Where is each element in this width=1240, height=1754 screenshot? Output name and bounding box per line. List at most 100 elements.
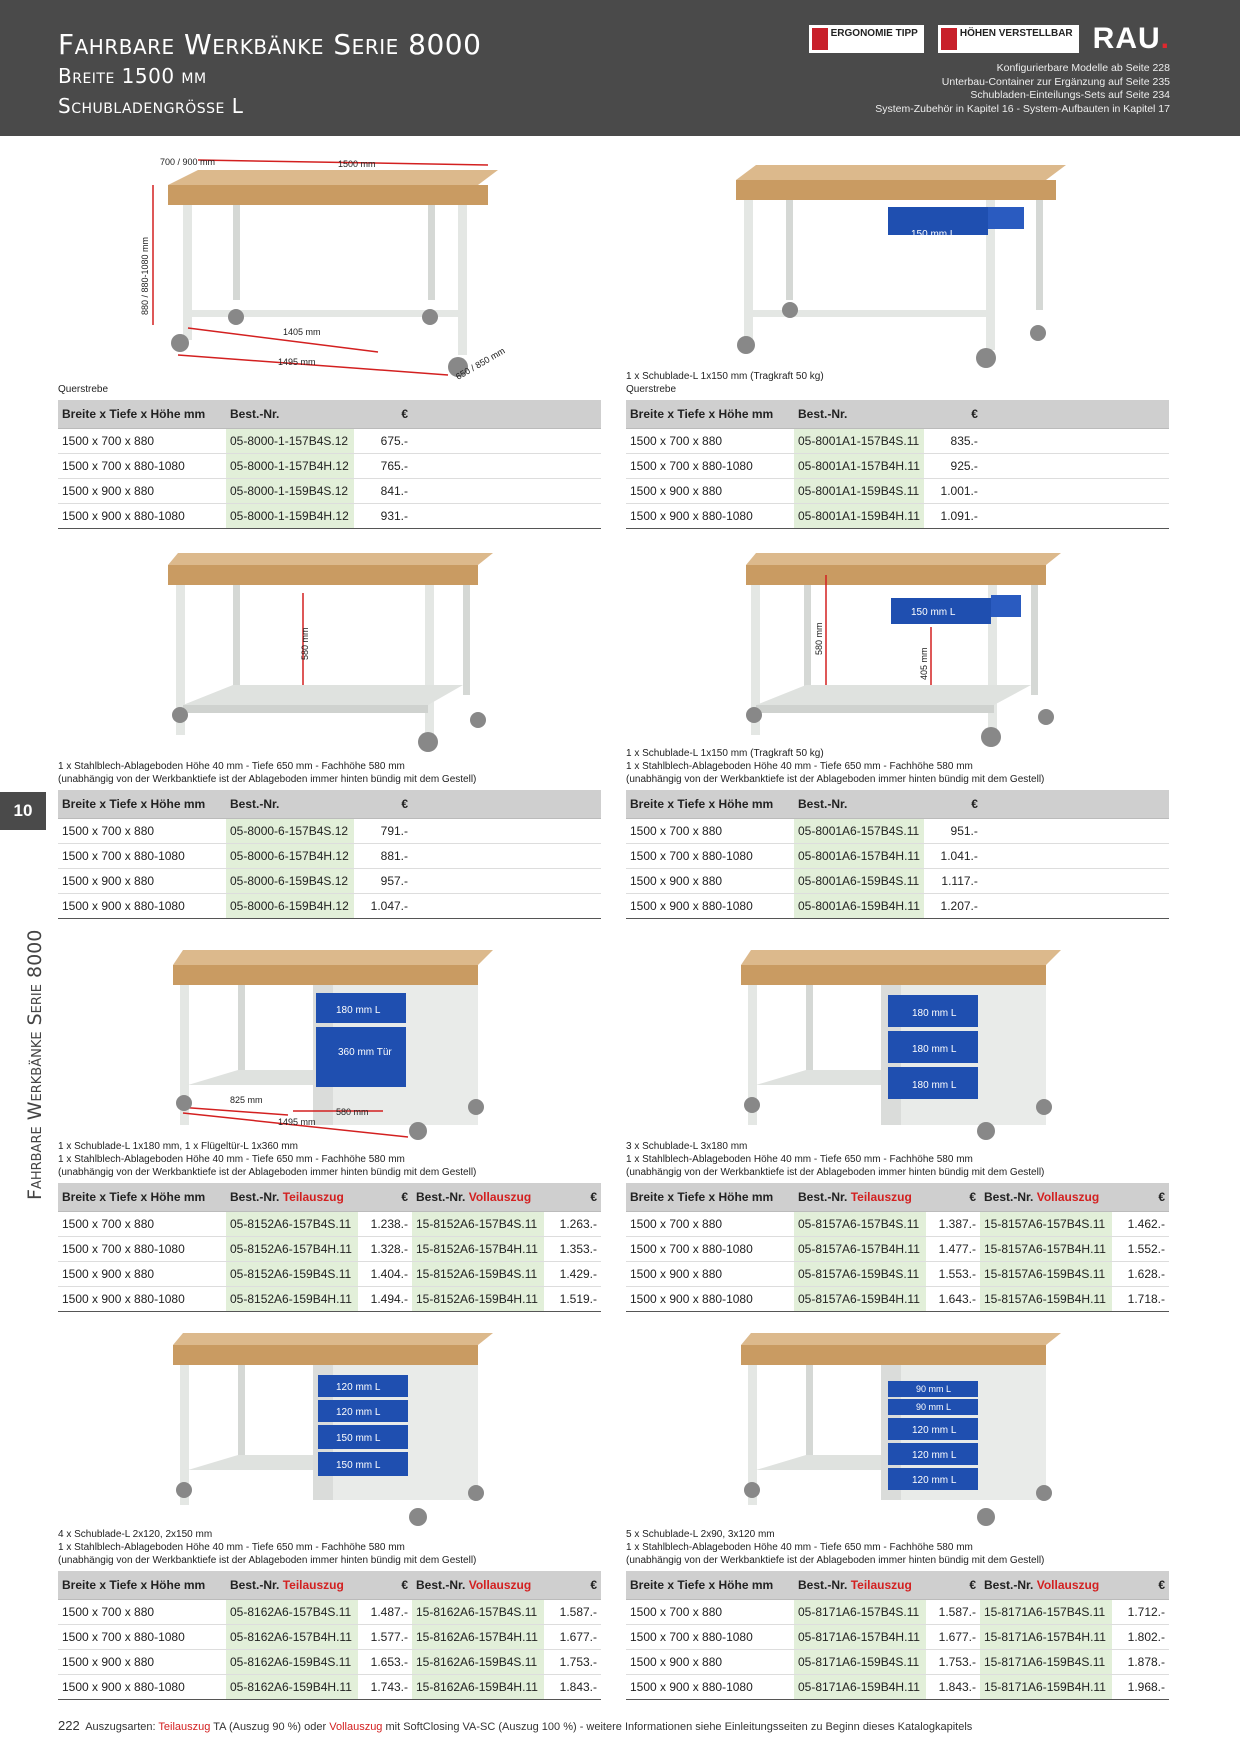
- col-header-price-full: €: [1112, 1183, 1169, 1212]
- page-subtitle-drawer-size: Schubladengrösse L: [58, 94, 244, 118]
- door: [316, 1027, 406, 1087]
- cell-price: 1.643.-: [926, 1286, 980, 1312]
- cell-dim: 1500 x 900 x 880: [58, 1649, 226, 1675]
- drawer: [888, 995, 978, 1027]
- product-caption: 3 x Schublade-L 3x180 mm 1 x Stahlblech-…: [626, 1140, 1169, 1179]
- drawer-label: 120 mm L: [912, 1475, 957, 1486]
- col-header-price: €: [923, 400, 982, 429]
- col-header-empty: [981, 790, 1169, 819]
- cell-price: 925.-: [923, 453, 982, 479]
- cell-article: 05-8001A1-157B4S.11: [794, 428, 924, 454]
- drawer-label: 150 mm L: [911, 607, 956, 618]
- cell-price-full: 1.519.-: [544, 1286, 601, 1312]
- cell-price: 1.047.-: [354, 893, 412, 919]
- cell-price: 1.117.-: [923, 868, 982, 894]
- workbench-illustration: 150 mm L: [736, 165, 1066, 368]
- col-header-price-full: €: [544, 1571, 601, 1600]
- cell-article-full: 15-8162A6-159B4H.11: [412, 1674, 544, 1700]
- cell-price-full: 1.843.-: [544, 1674, 601, 1700]
- cell-article-full: 15-8162A6-157B4S.11: [412, 1599, 544, 1625]
- header-note: Schubladen-Einteilungs-Sets auf Seite 23…: [970, 89, 1170, 101]
- product-image: 700 / 900 mm 1500 mm 880 / 880-1080 mm 1…: [58, 145, 601, 383]
- product-caption: 1 x Schublade-L 1x150 mm (Tragkraft 50 k…: [626, 747, 1169, 786]
- drawer: [318, 1375, 408, 1397]
- product-caption: 4 x Schublade-L 2x120, 2x150 mm 1 x Stah…: [58, 1528, 601, 1567]
- cell-dim: 1500 x 900 x 880-1080: [626, 1286, 794, 1312]
- ergonomie-icon: [811, 28, 828, 50]
- cell-article-full: 15-8171A6-157B4H.11: [980, 1624, 1112, 1650]
- col-header-price: €: [354, 790, 412, 819]
- workbench-illustration: 180 mm L 180 mm L 180 mm L: [741, 950, 1061, 1140]
- cell-dim: 1500 x 900 x 880: [626, 1649, 794, 1675]
- product-image: 90 mm L 90 mm L 120 mm L 120 mm L 120 mm…: [626, 1325, 1169, 1528]
- dim-open-width-label: 825 mm: [230, 1095, 263, 1105]
- caption-line: (unabhängig von der Werkbanktiefe ist de…: [58, 1555, 477, 1566]
- caption-line: 1 x Stahlblech-Ablageboden Höhe 40 mm - …: [626, 1154, 973, 1165]
- cell-dim: 1500 x 700 x 880: [626, 818, 794, 844]
- cell-article: 05-8157A6-157B4S.11: [794, 1211, 926, 1237]
- side-chapter-title: Fahrbare Werkbänke Serie 8000: [24, 929, 46, 1200]
- cell-price-full: 1.718.-: [1112, 1286, 1169, 1312]
- cell-dim: 1500 x 700 x 880: [626, 1211, 794, 1237]
- drawer-label: 180 mm L: [912, 1080, 957, 1091]
- drawer-label: 180 mm L: [336, 1005, 381, 1016]
- cell-price-full: 1.353.-: [544, 1236, 601, 1262]
- cell-price: 1.041.-: [923, 843, 982, 869]
- cell-price: 765.-: [354, 453, 412, 479]
- cell-price: 1.091.-: [923, 503, 982, 529]
- cell-article: 05-8000-6-157B4H.12: [226, 843, 354, 869]
- drawer: [888, 1381, 978, 1397]
- caption-line: (unabhängig von der Werkbanktiefe ist de…: [626, 1555, 1045, 1566]
- footer-text: TA (Auszug 90 %) oder: [213, 1721, 327, 1733]
- col-header-article-full: Best.-Nr. Vollauszug: [980, 1571, 1112, 1600]
- dim-height-label: 880 / 880-1080 mm: [140, 237, 150, 315]
- cell-price-full: 1.968.-: [1112, 1674, 1169, 1700]
- price-table: Breite x Tiefe x Höhe mm Best.-Nr. € 150…: [58, 790, 601, 919]
- price-table: Breite x Tiefe x Höhe mm Best.-Nr. Teila…: [58, 1183, 601, 1312]
- drawer-label: 120 mm L: [912, 1450, 957, 1461]
- drawer: [888, 1399, 978, 1415]
- cell-article: 05-8152A6-159B4H.11: [226, 1286, 358, 1312]
- col-header-dimensions: Breite x Tiefe x Höhe mm: [58, 1183, 226, 1212]
- cell-price-full: 1.677.-: [544, 1624, 601, 1650]
- cell-price: 1.238.-: [358, 1211, 412, 1237]
- drawer-label: 150 mm L: [336, 1433, 381, 1444]
- height-adjust-icon: [940, 28, 957, 50]
- drawer-label: 90 mm L: [916, 1384, 951, 1394]
- cell-price: 1.207.-: [923, 893, 982, 919]
- price-table: Breite x Tiefe x Höhe mm Best.-Nr. € 150…: [626, 790, 1169, 919]
- cell-dim: 1500 x 900 x 880: [58, 868, 226, 894]
- price-table: Breite x Tiefe x Höhe mm Best.-Nr. € 150…: [626, 400, 1169, 529]
- caption-line: (unabhängig von der Werkbanktiefe ist de…: [58, 1167, 477, 1178]
- cell-article: 05-8171A6-159B4H.11: [794, 1674, 926, 1700]
- logo-bar: ERGONOMIE TIPP HÖHEN VERSTELLBAR RAU.: [808, 22, 1170, 56]
- cell-dim: 1500 x 700 x 880: [58, 1211, 226, 1237]
- cell-dim: 1500 x 700 x 880: [58, 428, 226, 454]
- cell-dim: 1500 x 900 x 880: [58, 478, 226, 504]
- drawer: [888, 1468, 978, 1490]
- caption-line: 1 x Schublade-L 1x150 mm (Tragkraft 50 k…: [626, 371, 824, 382]
- cell-dim: 1500 x 700 x 880: [626, 428, 794, 454]
- cell-price-full: 1.878.-: [1112, 1649, 1169, 1675]
- price-table: Breite x Tiefe x Höhe mm Best.-Nr. Teila…: [626, 1571, 1169, 1700]
- footer-text: Auszugsarten:: [85, 1721, 156, 1733]
- cell-dim: 1500 x 900 x 880: [626, 1261, 794, 1287]
- cell-article: 05-8000-6-157B4S.12: [226, 818, 354, 844]
- cell-price: 841.-: [354, 478, 412, 504]
- cell-price-full: 1.263.-: [544, 1211, 601, 1237]
- caption-line: 3 x Schublade-L 3x180 mm: [626, 1141, 748, 1152]
- cell-article-full: 15-8157A6-159B4S.11: [980, 1261, 1112, 1287]
- cell-article: 05-8162A6-159B4H.11: [226, 1674, 358, 1700]
- product-section-3: 580 mm 1 x Stahlblech-Ablageboden Höhe 4…: [58, 545, 601, 919]
- price-table: Breite x Tiefe x Höhe mm Best.-Nr. Teila…: [58, 1571, 601, 1700]
- col-header-empty: [412, 790, 601, 819]
- page-title: Fahrbare Werkbänke Serie 8000: [58, 28, 482, 61]
- page-subtitle-width: Breite 1500 mm: [58, 64, 207, 88]
- drawer: [891, 598, 991, 624]
- cell-dim: 1500 x 900 x 880: [626, 478, 794, 504]
- cell-article-full: 15-8157A6-159B4H.11: [980, 1286, 1112, 1312]
- cell-price: 835.-: [923, 428, 982, 454]
- col-header-article: Best.-Nr.: [226, 790, 354, 819]
- col-header-article-full: Best.-Nr. Vollauszug: [980, 1183, 1112, 1212]
- product-section-5: 180 mm L 360 mm Tür 825 mm 580 mm 1495 m…: [58, 935, 601, 1312]
